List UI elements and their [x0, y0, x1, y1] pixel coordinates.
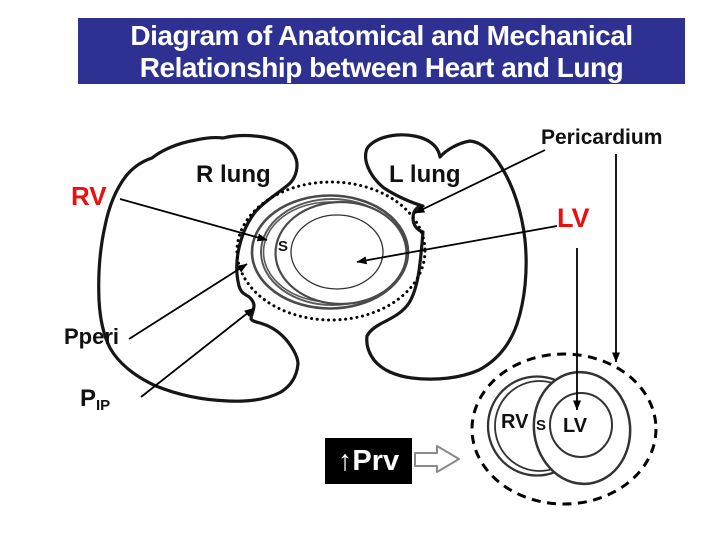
slide-title-line2: Relationship between Heart and Lung — [139, 52, 624, 83]
inset-lv-cavity — [549, 392, 613, 458]
heart-cross-section — [250, 194, 410, 310]
pip-label-subscript: IP — [96, 397, 111, 414]
l-lung-label: L lung — [389, 161, 461, 188]
inset-septum-label: S — [536, 417, 547, 434]
leader-lines — [119, 149, 620, 411]
inset-pericardium-dashed-ellipse — [470, 352, 658, 506]
lv-cavity — [290, 214, 384, 290]
pip-label: PIP — [80, 385, 111, 414]
pperi-label: Pperi — [64, 324, 120, 349]
rv-leader-line — [119, 198, 268, 242]
septum-label: S — [278, 238, 289, 255]
slide-title-line1: Diagram of Anatomical and Mechanical — [130, 20, 633, 51]
pperi-leader-line — [128, 263, 248, 340]
inset-rv-label: RV — [501, 411, 529, 433]
pericardium-label: Pericardium — [541, 126, 663, 149]
increased-prv-box: ↑Prv — [325, 438, 412, 484]
pip-label-base: P — [80, 385, 97, 412]
slide-title: Diagram of Anatomical and Mechanical Rel… — [78, 18, 685, 84]
lv-label: LV — [557, 203, 590, 233]
r-lung-label: R lung — [196, 161, 271, 188]
lv-leader-line — [356, 225, 558, 265]
inset-lv-label: LV — [563, 415, 588, 437]
pip-leader-line — [140, 307, 255, 398]
pericardium-dotted-ellipse — [235, 180, 427, 322]
block-arrow-right-icon — [414, 445, 460, 473]
pericardium-leader-line — [414, 149, 546, 214]
right-lung-shape — [97, 133, 300, 403]
inset-heart-diagram — [470, 352, 658, 506]
rv-label: RV — [71, 181, 107, 211]
